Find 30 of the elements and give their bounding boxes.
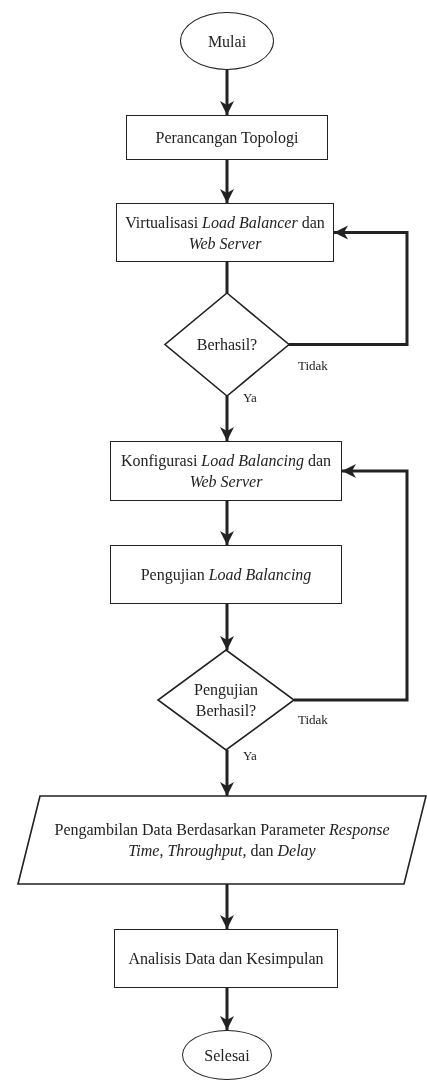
- arrow: [220, 160, 234, 203]
- node-label: Pengambilan Data Berdasarkan Parameter Response Time, Throughput, dan Delay: [53, 820, 391, 861]
- arrow: [220, 501, 234, 545]
- edge-label: Ya: [243, 748, 257, 763]
- node-label: Pengujian Berhasil?: [193, 680, 259, 721]
- arrow: [220, 884, 234, 929]
- node-label: Virtualisasi Load Balancer dan Web Server: [124, 212, 326, 254]
- edge-label: Ya: [243, 390, 257, 405]
- arrow: [289, 225, 409, 346]
- arrow: [220, 396, 234, 441]
- edge-label: Tidak: [298, 712, 328, 727]
- arrow: [220, 70, 234, 115]
- process-box: [110, 545, 342, 604]
- node-label: Analisis Data dan Kesimpulan: [128, 949, 324, 969]
- process-box: [110, 441, 342, 501]
- node-label: Konfigurasi Load Balancing dan Web Server: [119, 451, 333, 492]
- node-label: Berhasil?: [196, 335, 258, 355]
- node-label: Selesai: [204, 1045, 250, 1066]
- process-box: [116, 203, 334, 262]
- node-label: Perancangan Topologi: [155, 128, 299, 148]
- arrow: [220, 604, 234, 650]
- process-box: [114, 929, 338, 988]
- edge-label: Tidak: [298, 358, 328, 373]
- process-box: [126, 115, 328, 160]
- arrow: [220, 750, 234, 796]
- node-label: Pengujian Load Balancing: [140, 565, 312, 585]
- arrow: [220, 988, 234, 1030]
- arrow: [294, 464, 409, 702]
- node-label: Mulai: [207, 31, 247, 52]
- connector-line: [225, 262, 229, 293]
